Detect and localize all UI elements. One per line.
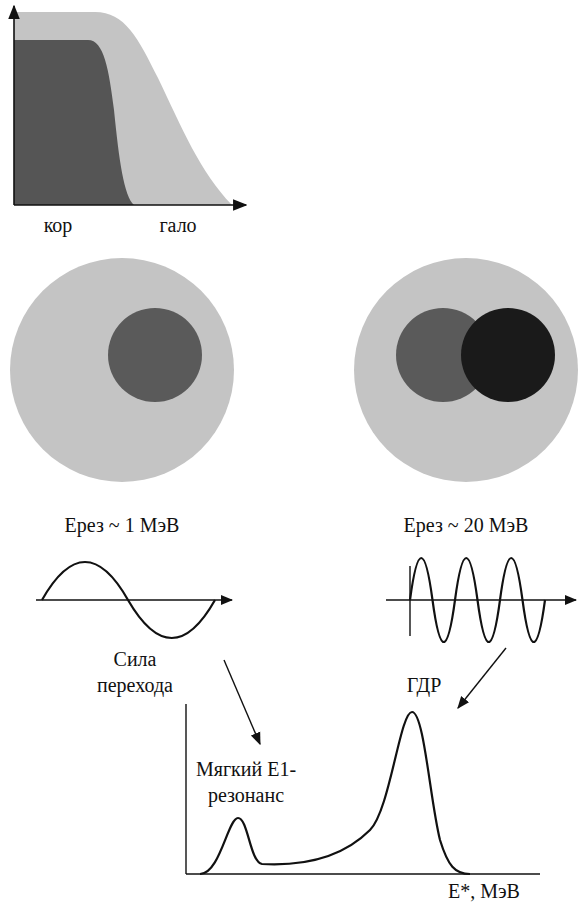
neutron-circle <box>461 308 555 402</box>
axis <box>185 704 186 874</box>
axis <box>14 204 246 206</box>
axis <box>36 599 232 600</box>
nucleus-soft-mode <box>10 258 234 482</box>
halo-circle <box>10 258 234 482</box>
wave <box>410 558 545 642</box>
axis <box>386 599 576 600</box>
halo-circle <box>354 258 578 482</box>
core-density <box>14 40 134 205</box>
axis-label: E*, МэВ <box>424 878 544 904</box>
slow-wave <box>36 562 232 638</box>
halo-density <box>14 12 232 205</box>
region-label: кор <box>13 212 103 238</box>
core-circle <box>108 308 202 402</box>
nucleus-gdr <box>354 258 578 482</box>
axis <box>186 873 540 874</box>
peak-label: Мягкий E1-резонанс <box>181 756 311 808</box>
density-plot <box>14 6 246 205</box>
peak-label: ГДР <box>394 672 454 698</box>
region-label: гало <box>133 212 223 238</box>
fast-wave <box>386 558 576 642</box>
energy-label: Eрез ~ 20 МэВ <box>361 512 571 538</box>
energy-label: Eрез ~ 1 МэВ <box>17 512 227 538</box>
leader-arrow <box>224 660 260 744</box>
axis <box>13 6 15 205</box>
leader-arrow <box>458 648 506 708</box>
axis-label: Сила перехода <box>85 646 185 698</box>
tick <box>409 566 410 636</box>
wave <box>42 562 215 638</box>
